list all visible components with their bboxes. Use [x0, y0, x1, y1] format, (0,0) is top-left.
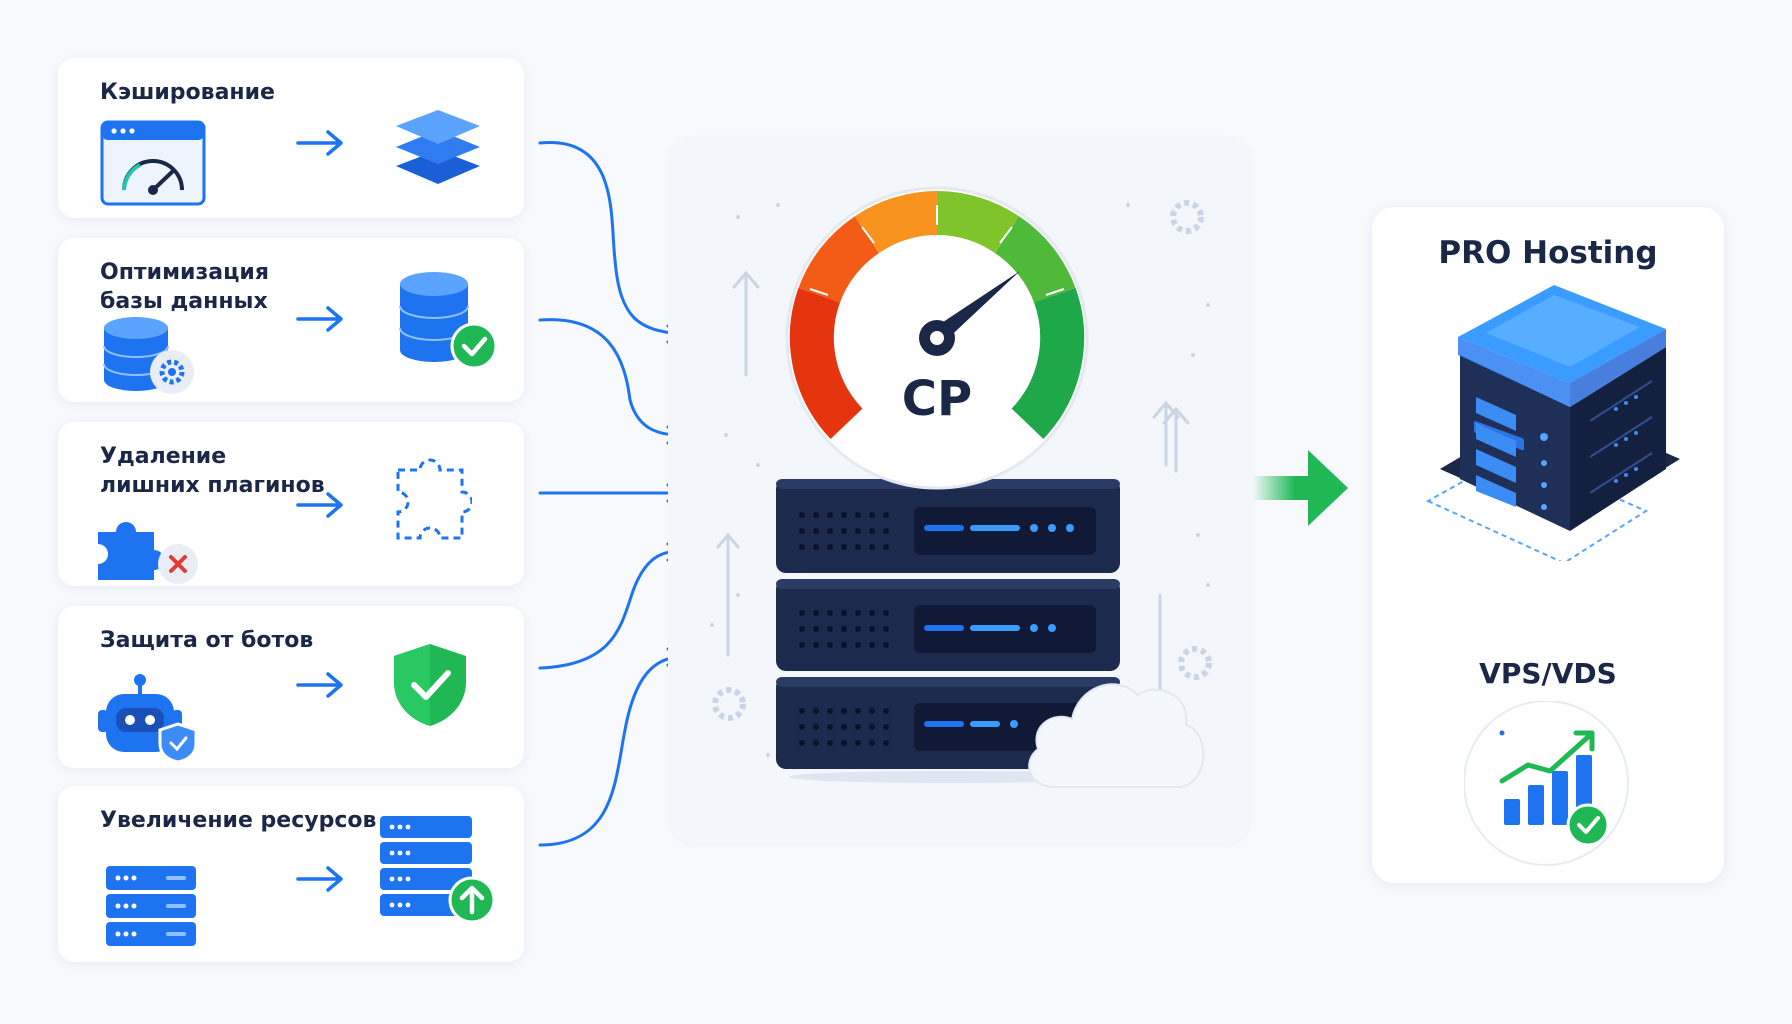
step-card-database: Оптимизация базы данных: [58, 238, 524, 402]
connector-arrow-5: [538, 655, 682, 847]
browser-speed-icon: [100, 120, 206, 206]
arrow-right-icon: [294, 304, 350, 334]
server-stack: [774, 475, 1124, 785]
connector-arrow-4: [538, 550, 682, 670]
server-rack-icon: [104, 864, 198, 948]
connector-arrows: [538, 141, 682, 847]
step-card-plugins: Удаление лишних плагинов: [58, 422, 524, 586]
growth-chart-icon: [1464, 701, 1634, 871]
shield-check-icon: [390, 640, 470, 728]
bot-shield-icon: [94, 670, 200, 762]
step-card-resources: Увеличение ресурсов: [58, 786, 524, 962]
arrow-right-icon: [294, 128, 350, 158]
database-check-icon: [398, 270, 502, 374]
server-unit-2: [776, 579, 1120, 671]
server-slot-lights: [1476, 397, 1516, 507]
step-card-bots: Защита от ботов: [58, 606, 524, 768]
puzzle-outline-icon: [392, 452, 472, 544]
connector-arrow-1: [538, 141, 682, 336]
step-title: Увеличение ресурсов: [100, 808, 377, 833]
center-panel: CP: [668, 135, 1252, 847]
arrow-right-icon: [294, 864, 350, 894]
server-cube-icon: [1404, 271, 1694, 561]
speed-gauge: CP: [784, 185, 1090, 491]
server-unit-1: [776, 479, 1120, 573]
arrow-right-icon: [294, 670, 350, 700]
step-title: Защита от ботов: [100, 628, 314, 653]
connector-arrow-2: [538, 318, 682, 437]
step-card-caching: Кэширование: [58, 58, 524, 218]
gauge-label: CP: [901, 371, 973, 427]
arrow-right-icon: [294, 490, 350, 520]
background-decoration: [710, 200, 1212, 757]
layers-stack-icon: [388, 92, 488, 192]
puzzle-remove-icon: [96, 514, 202, 584]
step-title: Удаление лишних плагинов: [100, 444, 325, 498]
step-title: Кэширование: [100, 80, 275, 105]
database-gear-icon: [100, 314, 196, 396]
server-upgrade-icon: [378, 814, 498, 926]
arrow-right-icon: [1252, 446, 1352, 530]
gear-icon: [712, 200, 1212, 721]
cloud-icon: [1020, 665, 1210, 791]
pro-hosting-panel: PRO Hosting: [1372, 207, 1724, 883]
pro-hosting-title: PRO Hosting: [1438, 235, 1658, 271]
vps-vds-label: VPS/VDS: [1479, 657, 1617, 690]
step-title: Оптимизация базы данных: [100, 260, 269, 314]
